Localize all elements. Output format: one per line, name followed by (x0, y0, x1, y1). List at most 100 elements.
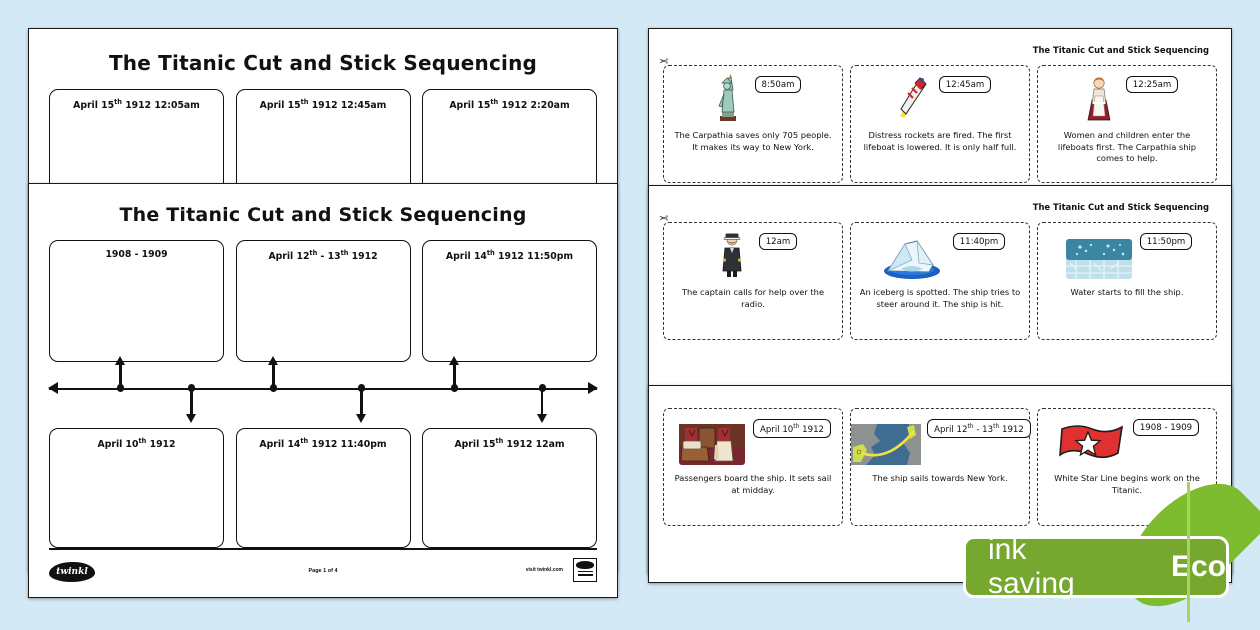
page-title: The Titanic Cut and Stick Sequencing (119, 204, 527, 226)
worksheet-front-page: The Titanic Cut and Stick Sequencing 190… (28, 183, 618, 598)
footer-visit-link[interactable]: visit twinkl.com (525, 567, 563, 573)
card-header: April 10th 1912 (670, 415, 836, 471)
ship-captain-icon (709, 229, 755, 281)
card-description: Water starts to fill the ship. (1070, 287, 1184, 297)
timeline-box-label: April 15th 1912 12am (454, 437, 565, 451)
card-description: Distress rockets are fired. The first li… (863, 130, 1017, 152)
iceberg-icon (875, 229, 949, 281)
card-header: April 12th - 13th 1912 (851, 415, 1031, 471)
timeline-box-label: April 15th 1912 12:05am (73, 98, 200, 112)
atlantic-route-map-icon (849, 415, 923, 467)
timeline-arrowhead-up-icon (268, 356, 279, 365)
sequencing-card[interactable]: ✂ (659, 213, 843, 340)
card-header: 8:50am (670, 72, 836, 128)
card-row-front: April 10th 1912 Passengers board the shi… (649, 408, 1231, 526)
white-star-line-flag-icon (1055, 415, 1129, 467)
card-header: 12:45am (857, 72, 1023, 128)
card-row-middle: ✂ (649, 213, 1231, 340)
sequencing-card[interactable]: 11:50pm Water starts to fill the ship. (1037, 222, 1217, 340)
timeline-arrowhead-down-icon (536, 414, 547, 423)
twinkl-badge-icon (573, 558, 597, 582)
timeline-box-label: April 15th 1912 12:45am (259, 98, 387, 112)
timeline-stem (453, 362, 456, 388)
water-filling-icon (1062, 229, 1136, 281)
sequencing-card[interactable]: 11:40pm An iceberg is spotted. The ship … (850, 222, 1030, 340)
scissors-icon: ✂ (659, 213, 669, 225)
timeline-arrowhead-up-icon (114, 356, 125, 365)
timeline-box-label: April 14th 1912 11:40pm (259, 437, 387, 451)
card-description: Passengers board the ship. It sets sail … (674, 473, 832, 495)
card-time-chip: 12:25am (1125, 76, 1179, 93)
footer-page-number: Page 1 of 4 (308, 568, 338, 574)
card-description: The Carpathia saves only 705 people. It … (674, 130, 832, 152)
sequencing-card[interactable]: ✂ 8:50am (659, 56, 843, 183)
card-row-back: ✂ 8:50am (649, 56, 1231, 183)
woman-passenger-icon (1076, 72, 1122, 124)
timeline-arrow-left-icon (48, 382, 58, 394)
timeline-box-label: April 10th 1912 (97, 437, 176, 451)
timeline-dot (450, 384, 459, 392)
card-time-chip: 12am (758, 233, 798, 250)
eco-leaf-vein-icon (1187, 482, 1190, 622)
card-header: 12:25am (1044, 72, 1210, 128)
timeline-stem (272, 362, 275, 388)
card-description: An iceberg is spotted. The ship tries to… (859, 287, 1021, 309)
ink-saving-eco-badge: ink saving Eco (963, 533, 1229, 600)
card-time-chip: 1908 - 1909 (1132, 419, 1200, 436)
timeline-arrowhead-down-icon (355, 414, 366, 423)
timeline-bottom-box-row: April 10th 1912 April 14th 1912 11:40pm … (29, 428, 617, 548)
card-time-chip: 8:50am (754, 76, 802, 93)
timeline-top-box-row: 1908 - 1909 April 12th - 13th 1912 April… (29, 240, 617, 362)
card-description: The captain calls for help over the radi… (681, 287, 825, 309)
card-time-chip: 11:40pm (952, 233, 1006, 250)
scissors-icon: ✂ (659, 56, 669, 68)
statue-of-liberty-icon (705, 72, 751, 124)
eco-badge-accent: Eco (1170, 550, 1226, 583)
timeline-box-bottom-2[interactable]: April 14th 1912 11:40pm (235, 428, 411, 548)
timeline-arrowhead-down-icon (186, 414, 197, 423)
timeline-box-top-3[interactable]: April 14th 1912 11:50pm (422, 240, 597, 362)
timeline-stem (118, 362, 122, 388)
card-header: 12am (670, 229, 836, 285)
card-description: Women and children enter the lifeboats f… (1057, 130, 1197, 163)
page-footer: twinkl Page 1 of 4 visit twinkl.com (49, 548, 597, 588)
timeline-dot (270, 384, 278, 392)
timeline-arrowhead-up-icon (449, 356, 460, 365)
card-header: 11:50pm (1044, 229, 1210, 285)
sequencing-card[interactable]: 12:45am Distress rockets are fired. The … (850, 65, 1030, 183)
timeline-box-top-1[interactable]: 1908 - 1909 (49, 240, 224, 362)
timeline-box-label: April 15th 1912 2:20am (449, 98, 570, 112)
timeline-line (49, 388, 597, 390)
timeline-box-label: April 14th 1912 11:50pm (445, 249, 574, 263)
cards-page-title: The Titanic Cut and Stick Sequencing (1032, 45, 1209, 55)
timeline-axis (48, 356, 598, 423)
timeline-dot (116, 384, 124, 392)
sequencing-card[interactable]: April 12th - 13th 1912 The ship sails to… (850, 408, 1031, 526)
timeline-stem (360, 388, 363, 414)
card-header: 1908 - 1909 (1044, 415, 1210, 471)
distress-rocket-icon (889, 72, 935, 124)
timeline-box-bottom-3[interactable]: April 15th 1912 12am (422, 428, 597, 548)
timeline-box-bottom-1[interactable]: April 10th 1912 (49, 428, 224, 548)
card-time-chip: April 10th 1912 (752, 419, 832, 438)
card-description: The ship sails towards New York. (872, 473, 1008, 483)
timeline-box-top-2[interactable]: April 12th - 13th 1912 (235, 240, 411, 362)
page-title: The Titanic Cut and Stick Sequencing (108, 51, 538, 75)
card-time-chip: 12:45am (938, 76, 992, 93)
cards-front-page: April 10th 1912 Passengers board the shi… (648, 385, 1232, 583)
timeline-stem (190, 388, 193, 414)
card-header: 11:40pm (857, 229, 1023, 285)
sequencing-card[interactable]: April 10th 1912 Passengers board the shi… (663, 408, 843, 526)
ship-lounge-icon (675, 415, 749, 467)
card-description: White Star Line begins work on the Titan… (1054, 473, 1200, 495)
twinkl-logo: twinkl (49, 562, 95, 582)
cards-page-title: The Titanic Cut and Stick Sequencing (1032, 202, 1209, 212)
sequencing-card[interactable]: 12:25am Women and children enter the lif… (1037, 65, 1217, 183)
card-time-chip: April 12th - 13th 1912 (927, 419, 1031, 438)
timeline-box-label: April 12th - 13th 1912 (268, 249, 378, 263)
timeline-box-label: 1908 - 1909 (105, 249, 168, 260)
eco-badge-label: ink saving (988, 533, 1075, 600)
timeline-arrow-right-icon (588, 382, 598, 394)
timeline-stem (540, 388, 544, 414)
